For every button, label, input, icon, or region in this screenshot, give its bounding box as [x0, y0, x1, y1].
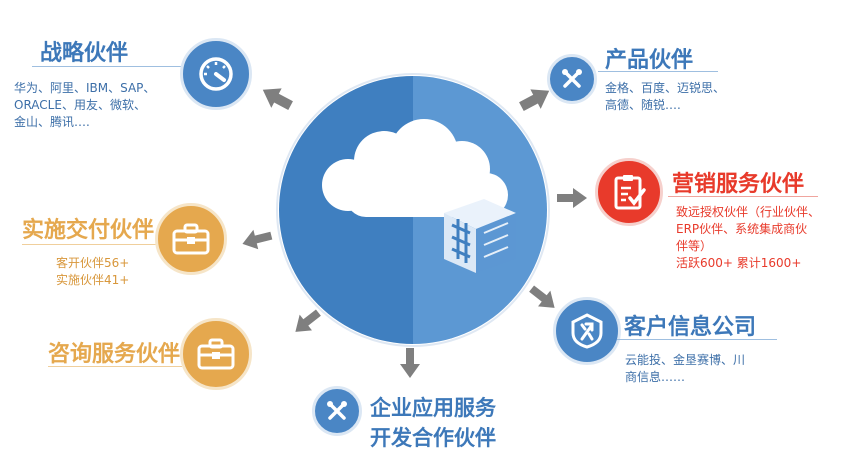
marketing-partner-title: 营销服务伙伴 — [672, 172, 805, 197]
arrow-to-marketing — [557, 188, 587, 208]
arrow-to-strategic — [262, 88, 293, 111]
customer-info-desc: 云能投、金垦赛博、川 商信息…… — [625, 353, 746, 384]
enterprise-app-title-line2: 开发合作伙伴 — [370, 426, 496, 450]
consulting-divider — [48, 366, 182, 367]
toolbox-icon — [180, 318, 252, 390]
product-divider — [598, 71, 718, 72]
central-cloud-platform — [276, 73, 550, 347]
delivery-partner-title: 实施交付伙伴 — [22, 218, 155, 243]
tools-icon — [312, 386, 362, 436]
customer-info-divider — [617, 339, 777, 340]
strategic-partner-title: 战略伙伴 — [40, 41, 129, 66]
strategic-partner-desc: 华为、阿里、IBM、SAP、 ORACLE、用友、微软、 金山、腾讯…. — [14, 81, 156, 129]
enterprise-app-title-line1: 企业应用服务 — [370, 396, 496, 420]
cloud-building-icon — [276, 73, 550, 347]
customer-info-title: 客户信息公司 — [624, 315, 757, 340]
marketing-divider — [668, 196, 818, 197]
strategic-divider — [32, 66, 182, 67]
arrow-to-customer-info — [529, 285, 555, 308]
shield-arrows-icon — [553, 297, 621, 365]
delivery-partner-desc: 客开伙伴56+ 实施伙伴41+ — [56, 256, 130, 287]
consulting-partner-title: 咨询服务伙伴 — [48, 342, 181, 367]
marketing-partner-desc: 致远授权伙伴（行业伙伴、 ERP伙伴、系统集成商伙 伴等） 活跃600+ 累计1… — [676, 205, 821, 270]
product-partner-desc: 金格、百度、迈锐思、 高德、随锐…. — [605, 81, 726, 112]
tools-icon — [547, 54, 597, 104]
product-partner-title: 产品伙伴 — [605, 48, 694, 73]
arrow-to-product — [519, 89, 550, 112]
arrow-to-enterprise-app — [400, 348, 420, 378]
arrow-to-delivery — [242, 229, 273, 250]
arrow-to-consulting — [295, 309, 321, 332]
clipboard-check-icon — [595, 158, 663, 226]
gauge-icon — [180, 38, 252, 110]
toolbox-icon — [155, 203, 227, 275]
delivery-divider — [22, 244, 162, 245]
